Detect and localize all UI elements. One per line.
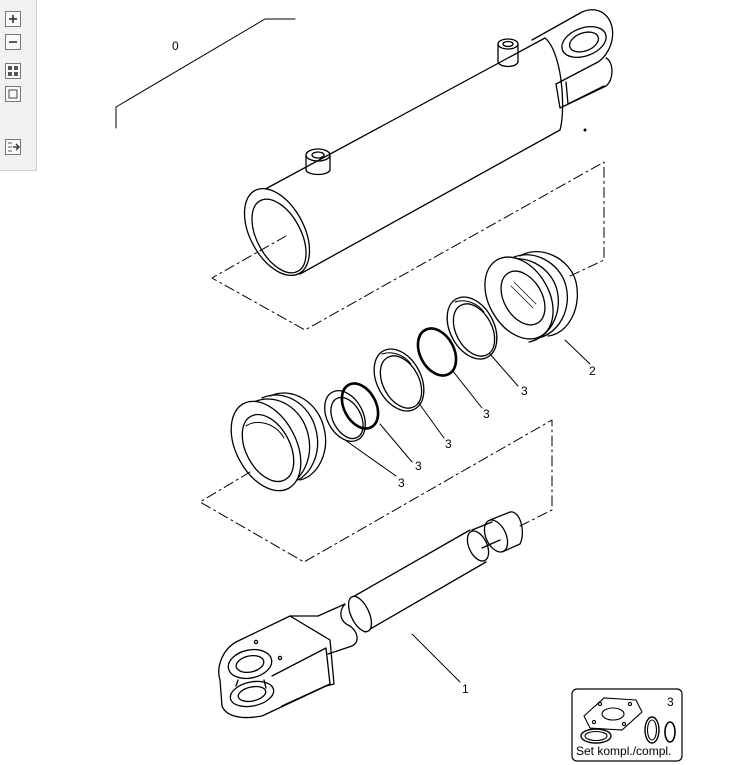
seal-kit-box[interactable]: 3 Set kompl./compl. (571, 688, 683, 762)
export-button[interactable] (4, 138, 22, 156)
callout-0-label: 0 (172, 39, 179, 53)
callout-3-label-e: 3 (398, 476, 405, 490)
zoom-in-button[interactable] (4, 10, 22, 28)
seal-ring-lower-pair[interactable] (316, 377, 385, 448)
callout-3-label-a: 3 (521, 384, 528, 398)
actual-size-icon (5, 86, 21, 102)
piston[interactable] (471, 245, 578, 351)
export-icon (5, 139, 21, 155)
fit-page-icon (5, 63, 21, 79)
callout-0-leader (115, 18, 296, 129)
seal-ring-middle-large[interactable] (364, 341, 434, 420)
viewer-toolbar (0, 0, 37, 171)
zoom-out-icon (5, 34, 21, 50)
actual-size-button[interactable] (4, 85, 22, 103)
seal-kit-number: 3 (667, 695, 674, 709)
callout-2-label: 2 (589, 364, 596, 378)
seal-ring-upper-large[interactable] (437, 289, 507, 368)
fit-page-button[interactable] (4, 62, 22, 80)
callout-3-label-b: 3 (483, 407, 490, 421)
zoom-out-button[interactable] (4, 33, 22, 51)
callout-3-label-d: 3 (415, 459, 422, 473)
seal-kit-label: Set kompl./compl. (576, 744, 671, 758)
alignment-line-upper (211, 161, 605, 331)
callout-1-label: 1 (462, 682, 469, 696)
alignment-line-lower (199, 419, 553, 563)
piston-rod[interactable] (218, 511, 524, 719)
callout-leaders (344, 339, 591, 683)
seal-ring-upper-oring[interactable] (410, 322, 463, 382)
rod-gland[interactable] (217, 390, 327, 503)
seal-kit-icon (580, 697, 676, 744)
cylinder-barrel[interactable] (231, 9, 614, 286)
zoom-in-icon (5, 11, 21, 27)
callout-3-label-c: 3 (445, 437, 452, 451)
